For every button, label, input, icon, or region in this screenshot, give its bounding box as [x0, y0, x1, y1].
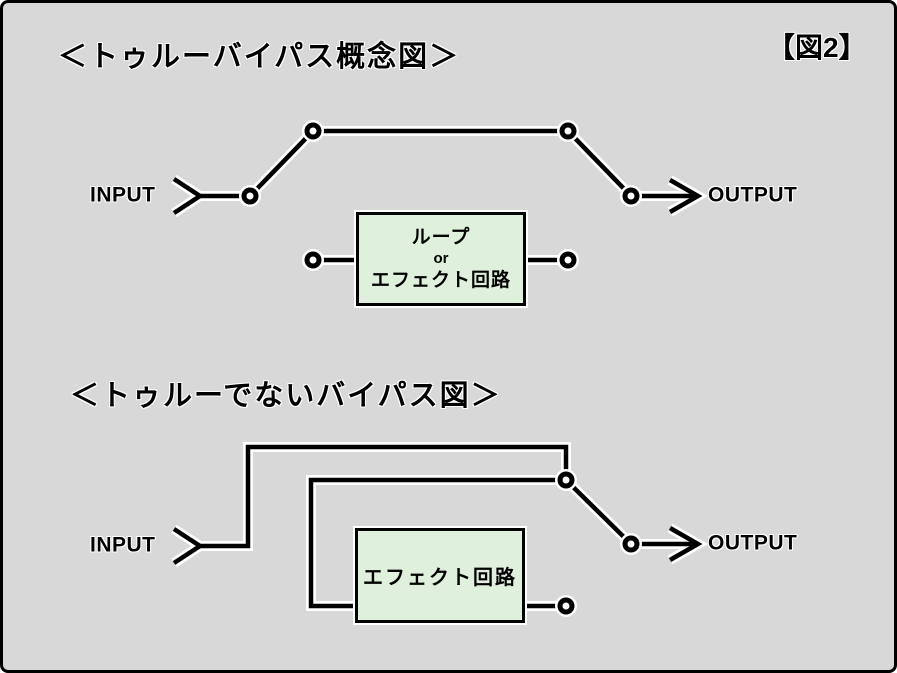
input-label-top: INPUT — [90, 183, 156, 207]
true-bypass-title: ＜トゥルーバイパス概念図＞ — [58, 41, 461, 73]
effect-box-top-line3: エフェクト回路 — [370, 270, 511, 291]
switch-arm-input-top — [248, 129, 315, 198]
terminal-icon — [302, 120, 324, 142]
effect-box-bottom-label: エフェクト回路 — [363, 567, 517, 589]
switch-arm-output-bottom — [564, 478, 633, 546]
switch-arm-output-top — [566, 129, 633, 198]
terminal-icon — [555, 469, 577, 491]
effect-box-top: ループ or エフェクト回路 — [356, 212, 526, 306]
output-arrowhead-icon-top — [668, 178, 703, 214]
terminal-icon — [555, 595, 577, 617]
effect-box-top-line2: or — [433, 250, 449, 267]
terminal-icon — [557, 120, 579, 142]
output-label-top: OUTPUT — [708, 183, 798, 207]
terminal-icon — [239, 185, 261, 207]
output-arrowhead-icon-bottom — [668, 526, 703, 562]
input-wire-bottom — [200, 444, 569, 549]
input-label-bottom: INPUT — [90, 533, 156, 557]
wire-group — [172, 128, 703, 609]
effect-box-top-line1: ループ — [411, 227, 471, 248]
circuit-wires-svg — [171, 120, 709, 617]
figure-number-label: 【図2】 — [767, 32, 867, 63]
output-label-bottom: OUTPUT — [708, 531, 798, 555]
terminal-icon — [302, 249, 324, 271]
terminal-icon — [557, 249, 579, 271]
effect-box-bottom: エフェクト回路 — [355, 528, 525, 623]
terminal-icon — [620, 185, 642, 207]
effect-feed-wire-bottom — [308, 477, 566, 609]
not-true-bypass-title: ＜トゥルーでないバイパス図＞ — [70, 380, 502, 412]
terminal-icon — [620, 533, 642, 555]
terminal-group — [239, 120, 642, 617]
